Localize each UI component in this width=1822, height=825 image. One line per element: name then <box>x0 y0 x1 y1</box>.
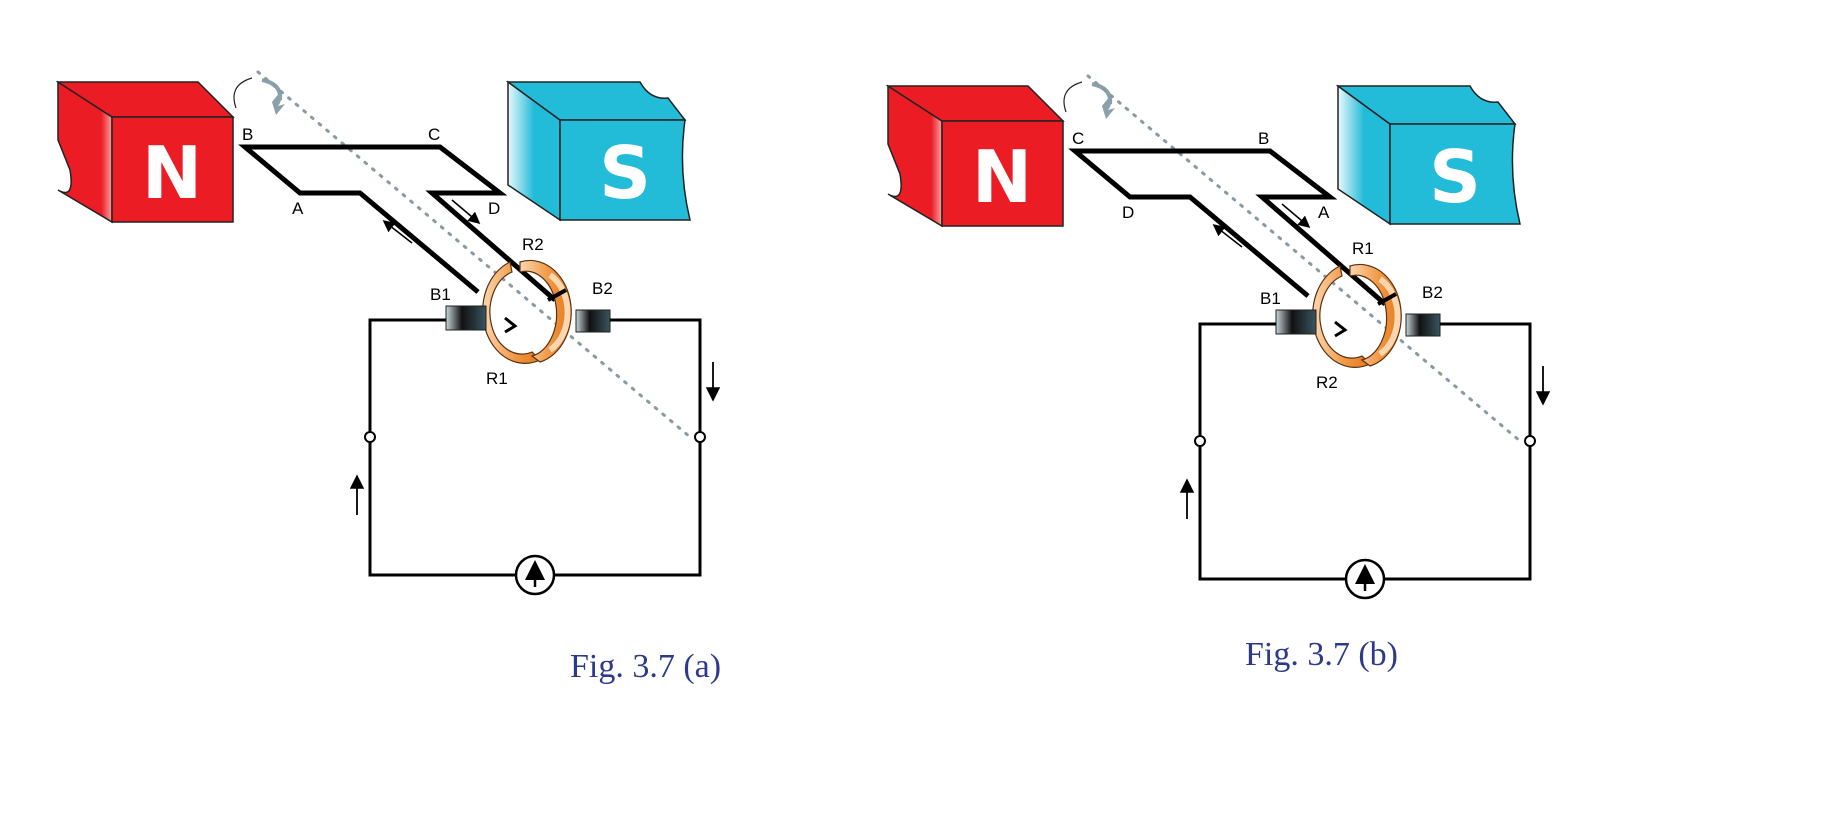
south-label: S <box>1429 135 1481 219</box>
north-magnet: N <box>885 84 1065 228</box>
current-arrow-icon <box>451 199 481 224</box>
north-label: N <box>142 131 202 215</box>
ring-label-bottom: R2 <box>1316 373 1338 392</box>
current-arrow-icon <box>382 220 413 244</box>
galvanometer-icon <box>514 554 556 596</box>
south-magnet: S <box>505 80 691 222</box>
galvanometer-icon <box>1344 558 1386 600</box>
ring-label-top: R1 <box>1352 239 1374 258</box>
brush-left <box>1275 309 1317 335</box>
north-label: N <box>972 135 1032 219</box>
terminal <box>1524 435 1536 447</box>
brush-label-right: B2 <box>1422 283 1443 302</box>
terminal <box>1194 435 1206 447</box>
corner-label-back-right: B <box>1258 129 1269 148</box>
armature-coil <box>1068 148 1387 306</box>
brush-label-right: B2 <box>592 279 613 298</box>
terminal <box>694 431 706 443</box>
rotation-arrow-icon <box>1060 77 1115 119</box>
figure-a: N S B C A D R2 R1 B1 B2 <box>55 70 721 596</box>
figure-b: N S C B D A R1 R2 B1 B2 <box>885 74 1551 600</box>
rotation-axis <box>256 70 692 439</box>
current-arrow-icon <box>1212 224 1243 248</box>
commutator-rings <box>1312 263 1402 368</box>
corner-label-back-left: B <box>242 125 253 144</box>
terminal <box>364 431 376 443</box>
corner-label-front-left: A <box>292 199 304 218</box>
figure-b-caption: Fig. 3.7 (b) <box>1245 636 1398 673</box>
south-label: S <box>599 131 651 215</box>
corner-label-back-left: C <box>1072 129 1084 148</box>
rotation-axis <box>1086 74 1522 443</box>
south-magnet: S <box>1335 84 1521 226</box>
corner-label-front-right: A <box>1318 203 1330 222</box>
ring-label-top: R2 <box>522 235 544 254</box>
corner-label-back-right: C <box>428 125 440 144</box>
rotation-arrow-icon <box>230 73 285 115</box>
brush-label-left: B1 <box>430 285 451 304</box>
north-magnet: N <box>55 80 235 224</box>
ring-label-bottom: R1 <box>486 369 508 388</box>
corner-label-front-left: D <box>1122 203 1134 222</box>
armature-coil <box>238 144 557 302</box>
corner-label-front-right: D <box>488 199 500 218</box>
brush-right <box>1405 313 1441 337</box>
current-arrow-icon <box>1281 203 1311 228</box>
brush-right <box>575 309 611 333</box>
brush-left <box>445 305 487 331</box>
brush-label-left: B1 <box>1260 289 1281 308</box>
figure-a-caption: Fig. 3.7 (a) <box>570 648 722 685</box>
commutator-rings <box>482 259 572 364</box>
